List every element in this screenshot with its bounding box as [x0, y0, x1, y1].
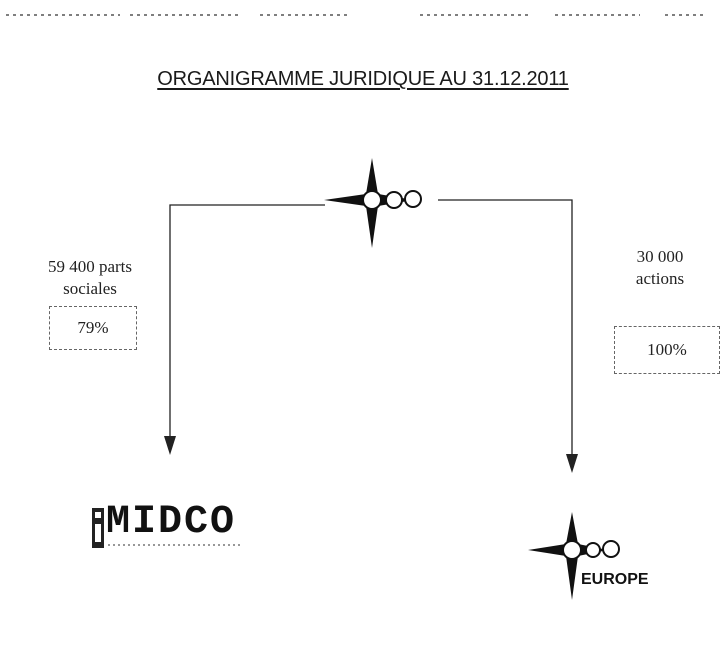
- right-shares-label: 30 000 actions: [610, 246, 710, 290]
- connector-right: [438, 199, 578, 473]
- europe-logo-text: EUROPE: [581, 571, 649, 588]
- right-shares-line2: actions: [635, 269, 685, 288]
- right-shares-line1: 30 000: [636, 247, 684, 266]
- midco-logo-icon: [92, 508, 240, 548]
- left-shares-line1: 59 400 parts: [47, 257, 133, 276]
- parent-logo-icon: [324, 158, 422, 248]
- connector-left: [164, 204, 325, 455]
- midco-logo-text: MIDCO: [106, 500, 237, 545]
- right-percent-box: 100%: [614, 326, 720, 374]
- page-title: ORGANIGRAMME JURIDIQUE AU 31.12.2011: [157, 68, 569, 90]
- left-percent-box: 79%: [49, 306, 137, 350]
- left-shares-line2: sociales: [63, 279, 117, 298]
- europe-logo-icon: [528, 512, 620, 600]
- left-shares-label: 59 400 parts sociales: [20, 256, 160, 300]
